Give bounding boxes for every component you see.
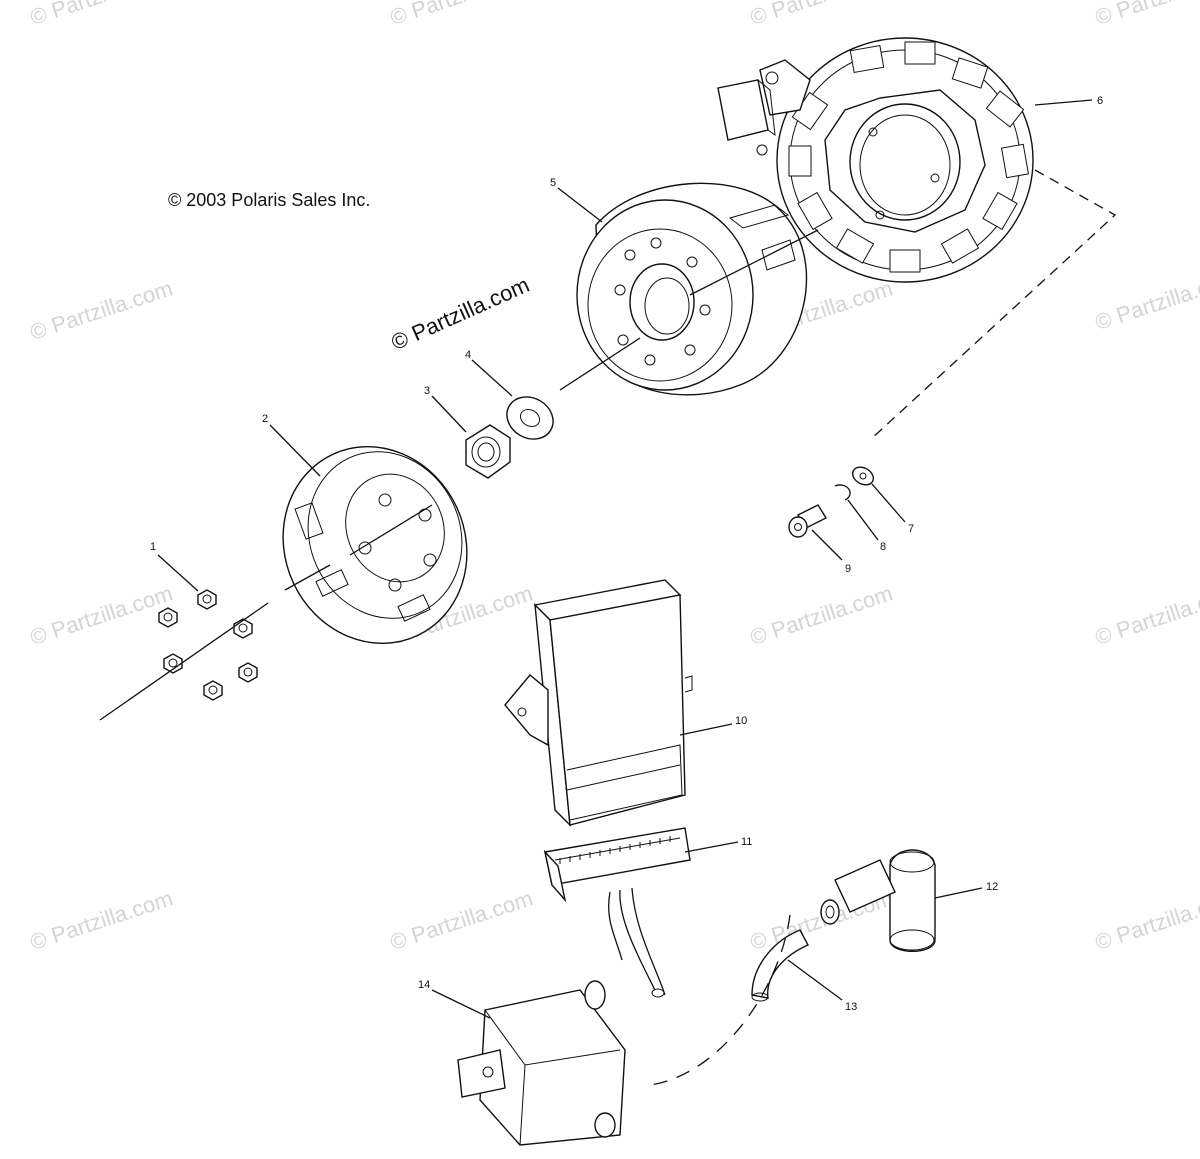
washer-part-7 [851,466,875,486]
callout-6: 6 [1097,95,1103,107]
wire-part-13 [751,929,809,1002]
callout-14: 14 [418,979,430,991]
assembly-lines [99,99,1117,1086]
cdi-module-part-10 [504,579,693,827]
flywheel-part-5 [576,182,808,396]
callout-3: 3 [424,385,430,397]
callout-7: 7 [908,523,914,535]
washer-part-4 [506,396,554,440]
callout-labels: 1 2 3 4 5 6 7 8 9 10 11 12 13 14 [150,95,1103,1013]
callout-5: 5 [550,177,556,189]
callout-10: 10 [735,715,747,727]
nut-part-3 [465,424,511,479]
callout-11: 11 [741,836,752,848]
screw-part-9 [788,504,827,538]
starter-cup-part-2 [282,446,468,644]
callout-8: 8 [880,541,886,553]
ignition-coil-part-14 [457,980,626,1146]
stator-part-6 [717,37,1034,283]
callout-4: 4 [465,349,471,361]
lockwasher-part-8 [834,484,851,501]
connector-part-11 [543,827,691,998]
callout-1: 1 [150,541,156,553]
callout-12: 12 [986,881,998,893]
copyright-notice: © 2003 Polaris Sales Inc. [168,190,371,210]
callout-2: 2 [262,413,268,425]
callout-13: 13 [845,1001,857,1013]
callout-9: 9 [845,563,851,575]
plug-cap-part-12 [820,849,936,952]
